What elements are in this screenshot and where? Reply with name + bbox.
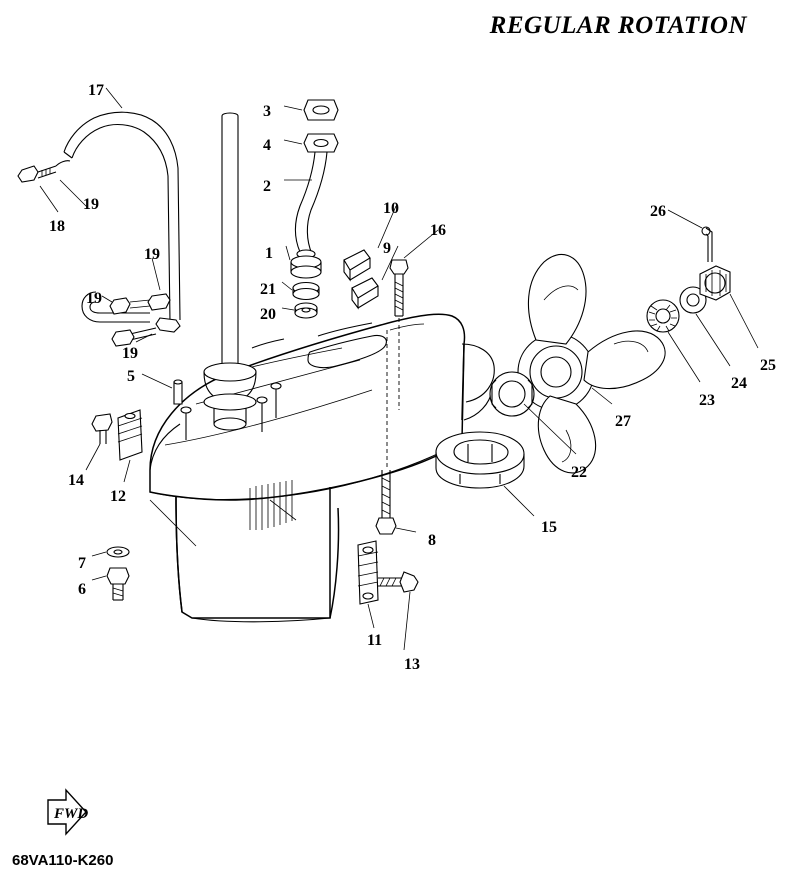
item-10-anode [343, 249, 371, 282]
callout-27: 27 [615, 413, 631, 430]
item-12-anode [117, 409, 143, 461]
item-7-washer [106, 546, 130, 558]
item-19-hose-clamps [81, 291, 181, 347]
callout-5: 5 [127, 368, 135, 385]
callout-8: 8 [428, 532, 436, 549]
callout-12: 12 [110, 488, 126, 505]
callout-24: 24 [731, 375, 747, 392]
item-14-bolt [91, 413, 113, 444]
callout-21: 21 [260, 281, 276, 298]
drive-shaft [180, 112, 282, 440]
gearcase-housing [149, 313, 495, 623]
callout-4: 4 [263, 137, 271, 154]
callout-19-a: 19 [83, 196, 99, 213]
page-title: REGULAR ROTATION [489, 12, 747, 39]
callout-15: 15 [541, 519, 557, 536]
callout-20: 20 [260, 306, 276, 323]
item-26-cotter-pin [701, 226, 713, 262]
item-8-bolt [375, 470, 397, 535]
callout-16: 16 [430, 222, 446, 239]
callout-22: 22 [571, 464, 587, 481]
part-code: 68VA110-K260 [12, 852, 114, 869]
callout-6: 6 [78, 581, 86, 598]
item-2-shift-rod [294, 151, 328, 259]
callout-14: 14 [68, 472, 84, 489]
callout-9: 9 [383, 240, 391, 257]
callout-10: 10 [383, 200, 399, 217]
item-6-bolt [106, 567, 130, 601]
item-23-washer [646, 299, 680, 333]
water-intake-grille [249, 480, 293, 530]
leader-lines [39, 87, 759, 651]
item-20-washer [294, 302, 318, 319]
callout-1: 1 [265, 245, 273, 262]
callout-19-d: 19 [122, 345, 138, 362]
callout-17: 17 [88, 82, 104, 99]
callout-18: 18 [49, 218, 65, 235]
item-15-cover [435, 431, 525, 489]
item-27-propeller [517, 253, 666, 474]
callout-19-c: 19 [86, 290, 102, 307]
item-25-nut [699, 265, 731, 301]
callout-26: 26 [650, 203, 666, 220]
callout-7: 7 [78, 555, 86, 572]
callout-23: 23 [699, 392, 715, 409]
callout-25: 25 [760, 357, 776, 374]
item-16-bolt [389, 259, 409, 317]
item-17-hose [63, 111, 181, 323]
callout-2: 2 [263, 178, 271, 195]
item-21-washer [292, 281, 320, 301]
item-18-fitting [17, 165, 57, 183]
item-5-pin [173, 379, 183, 405]
item-1-seal [290, 255, 322, 279]
callout-3: 3 [263, 103, 271, 120]
item-13-bolt [378, 571, 419, 593]
callout-11: 11 [367, 632, 383, 649]
callout-19-b: 19 [144, 246, 160, 263]
item-19-clamp-upper [55, 160, 71, 167]
item-22-spacer [489, 371, 535, 417]
fwd-direction-marker [47, 788, 87, 836]
item-3-nut [303, 99, 339, 121]
item-11-bracket [357, 540, 379, 605]
item-4-washer [303, 133, 339, 153]
fwd-label: FWD [54, 806, 89, 822]
callout-13: 13 [404, 656, 420, 673]
item-9-anode [351, 277, 379, 310]
